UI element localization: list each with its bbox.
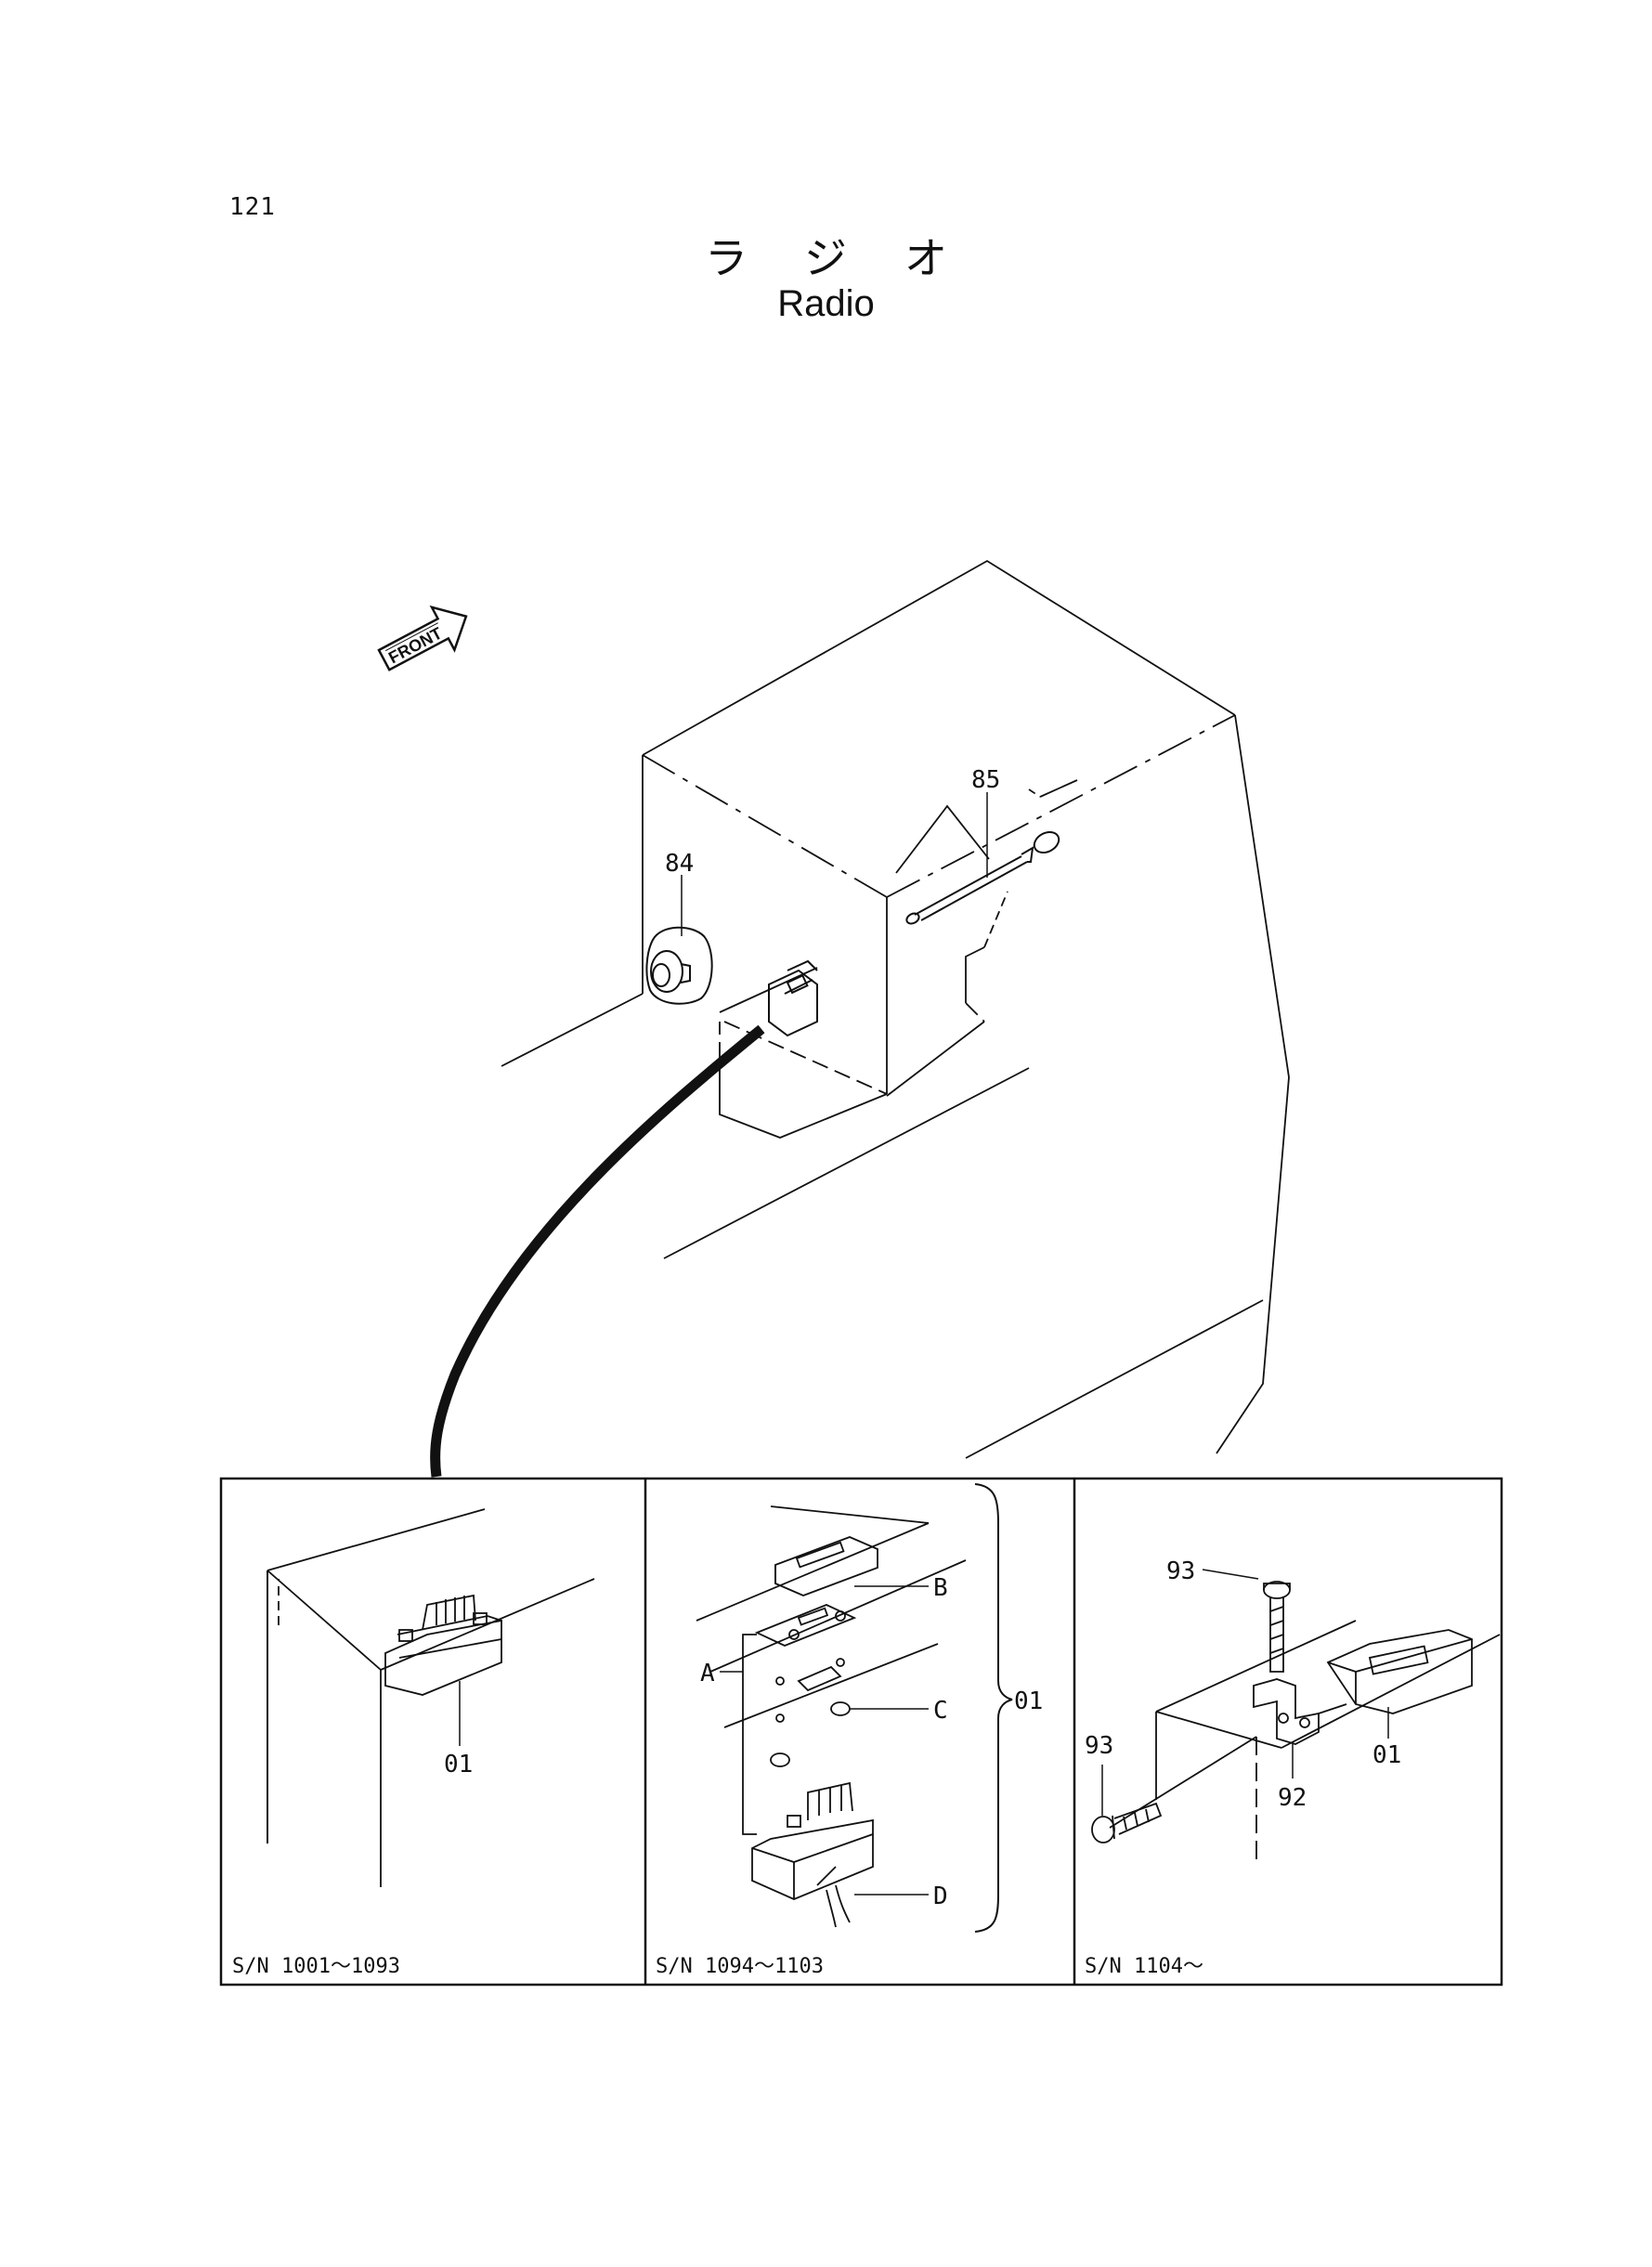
callout-p2-C: C <box>933 1697 948 1725</box>
title-japanese: ラジオ <box>704 233 1006 283</box>
radio-cable <box>430 1024 765 1478</box>
callout-85: 85 <box>971 766 1000 794</box>
antenna-icon <box>905 830 1060 925</box>
radio-connector-icon <box>768 959 818 1037</box>
callout-p1-01: 01 <box>444 1751 473 1778</box>
serial-panel-2: S/N 1094～1103 <box>656 1955 824 1978</box>
callout-p3-93-top: 93 <box>1166 1557 1195 1585</box>
callout-p2-01: 01 <box>1014 1687 1043 1715</box>
detail-panels-frame <box>219 1477 1503 1987</box>
panel-1-diagram <box>267 1508 595 1887</box>
title-english: Radio <box>777 283 875 324</box>
callout-p2-B: B <box>933 1574 948 1602</box>
callout-p3-92: 92 <box>1278 1784 1307 1812</box>
bracket-A <box>742 1634 757 1835</box>
callout-84: 84 <box>665 850 694 878</box>
brace-01 <box>974 1483 1013 1933</box>
callout-p3-01: 01 <box>1372 1741 1401 1769</box>
panel-3-diagram <box>1091 1581 1501 1867</box>
serial-panel-3: S/N 1104～ <box>1085 1955 1203 1978</box>
page-number: 121 <box>229 193 276 221</box>
serial-panel-1: S/N 1001～1093 <box>232 1955 400 1978</box>
panel-2-diagram <box>696 1505 967 1928</box>
callout-p3-93-left: 93 <box>1085 1732 1113 1760</box>
callout-p2-A: A <box>700 1660 715 1687</box>
cab-outline <box>501 559 1290 1459</box>
speaker-knob-icon <box>645 926 713 1005</box>
leader-p3-93-top <box>1202 1569 1259 1580</box>
callout-p2-D: D <box>933 1883 948 1910</box>
front-arrow-icon: FRONT <box>377 605 468 671</box>
